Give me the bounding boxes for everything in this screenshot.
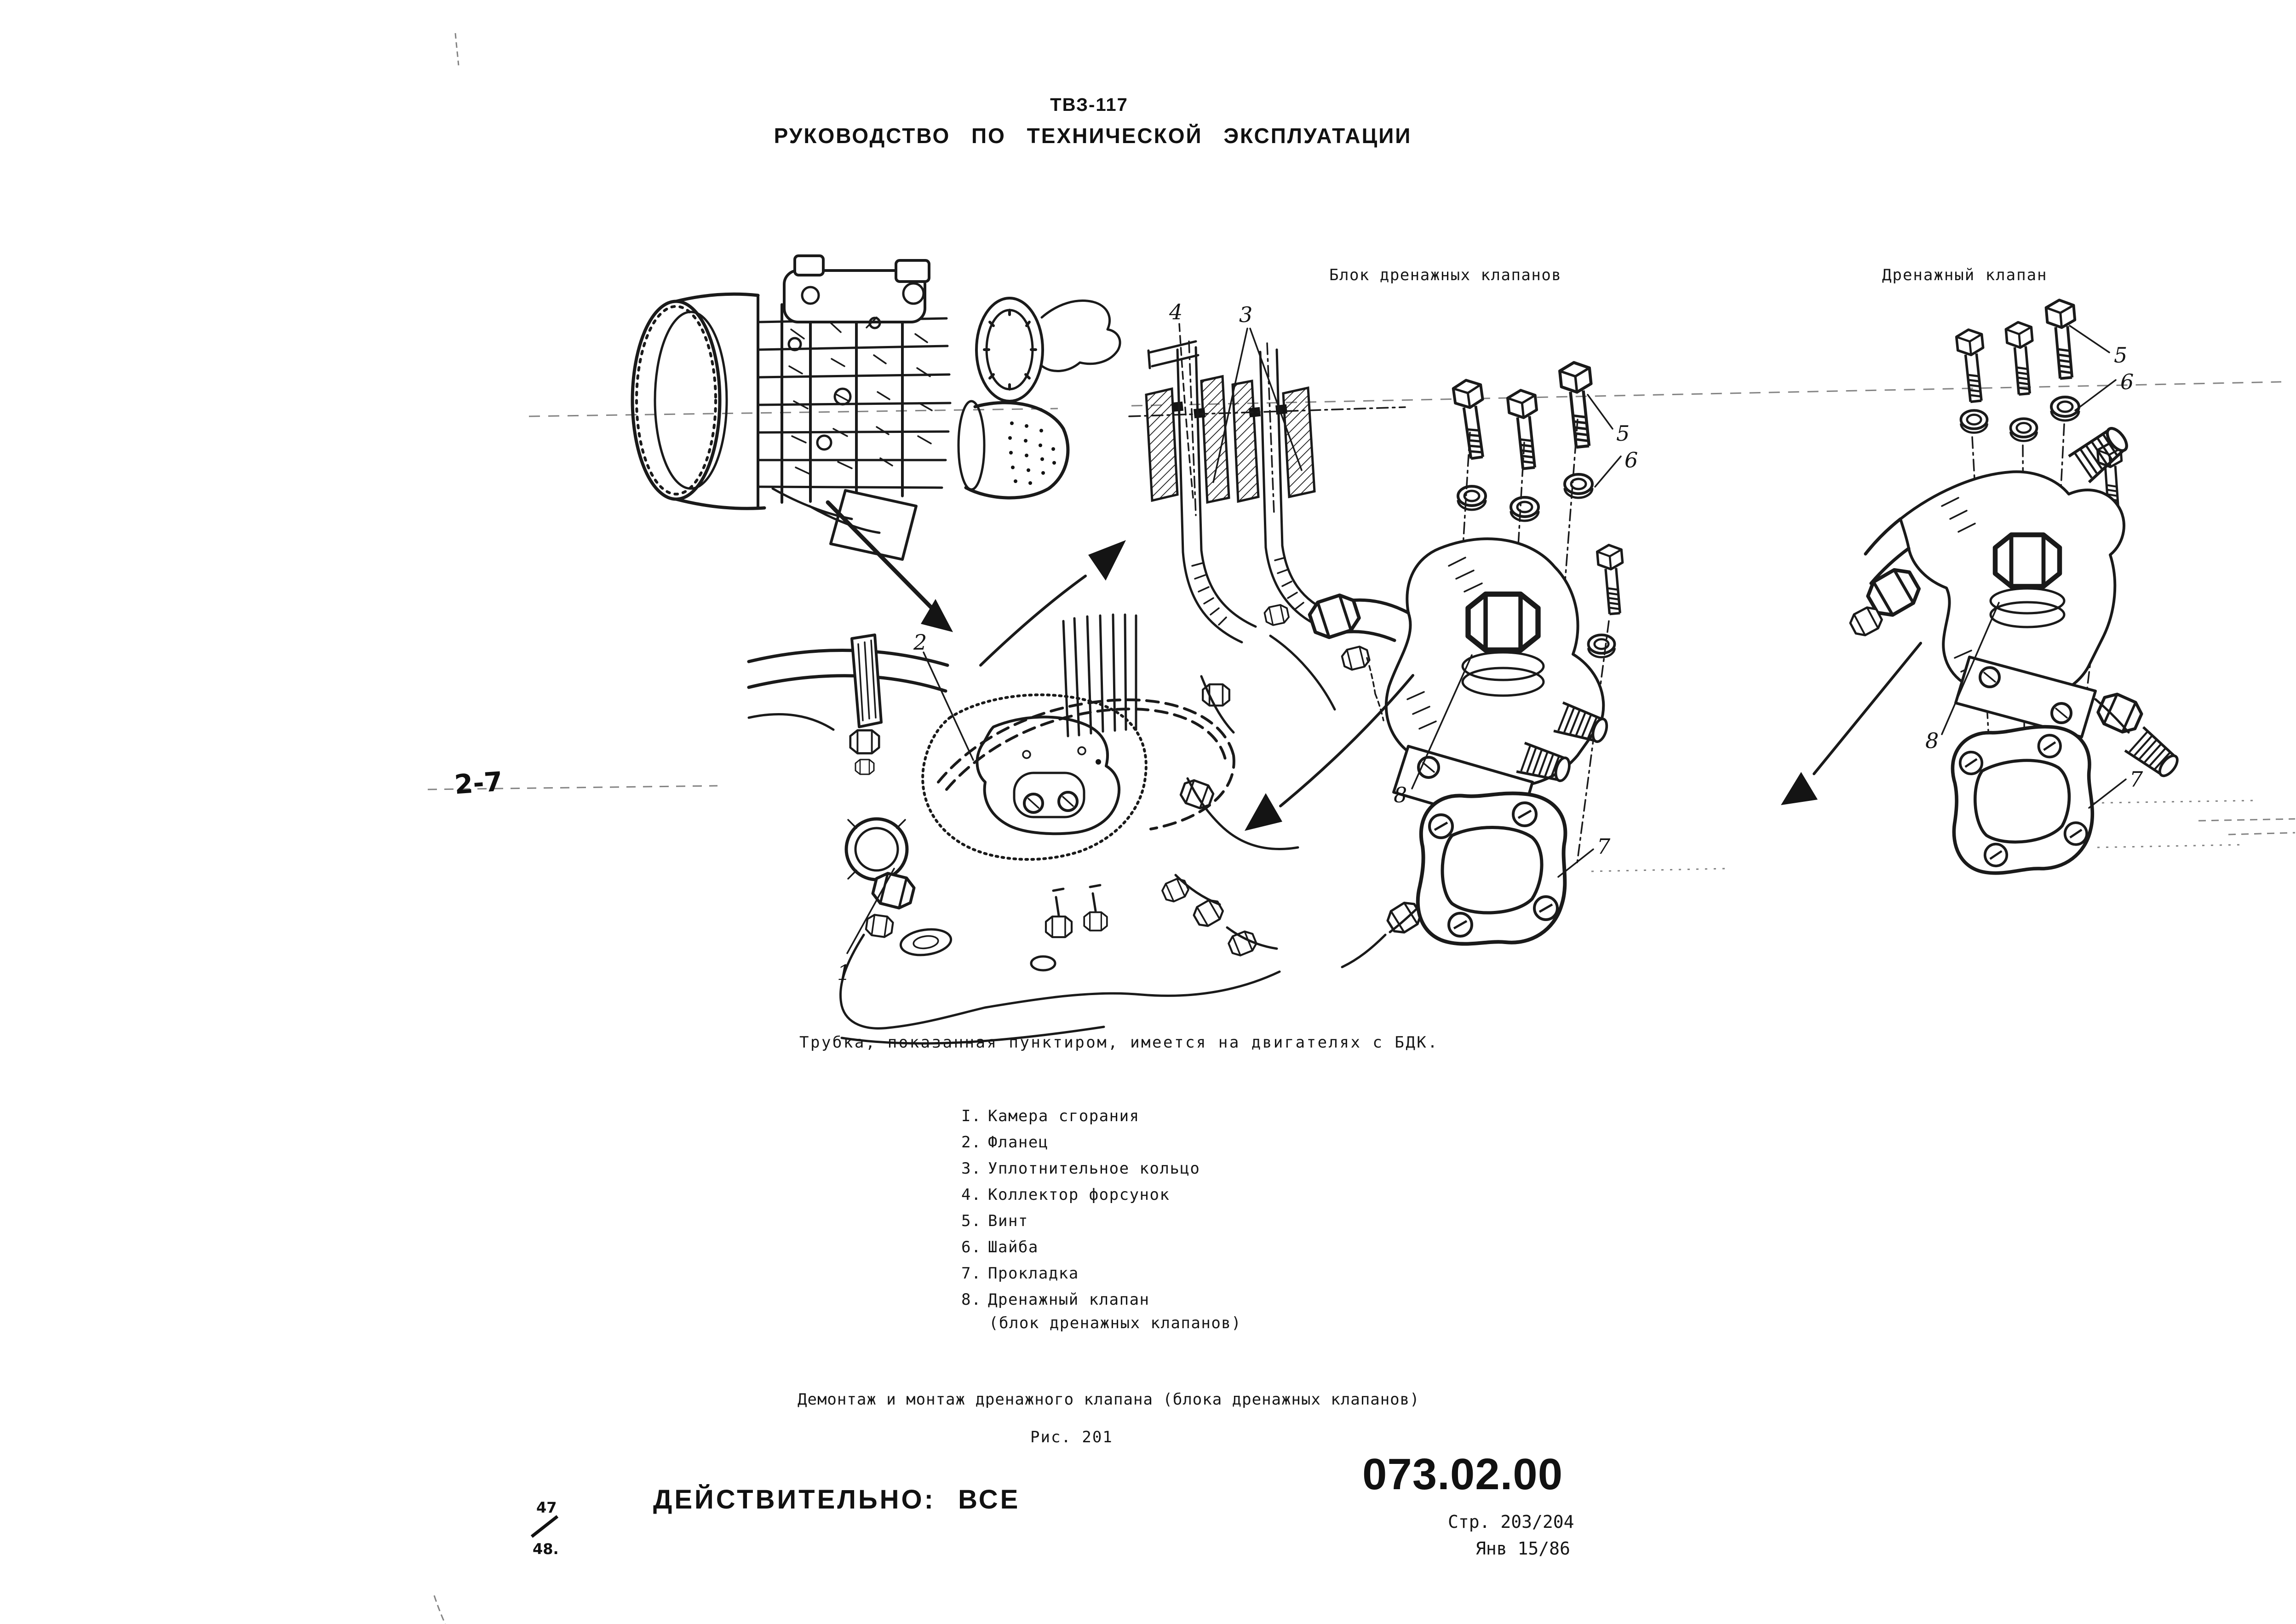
legend-text: Дренажный клапан <box>988 1290 1150 1309</box>
leader-valve-7 <box>2088 778 2127 809</box>
margin-note: 2-7 <box>453 766 504 800</box>
legend-num: 4. <box>961 1186 982 1204</box>
legend-item-2: 2. Фланец <box>961 1129 1200 1156</box>
callout-block-6: 6 <box>1624 448 1638 472</box>
sheet-number-slash <box>530 1515 559 1538</box>
leader-block-5 <box>1587 394 1613 430</box>
callout-1: 1 <box>837 960 850 985</box>
doc-model-number: ТВЗ-117 <box>1050 95 1128 115</box>
validity-statement: ДЕЙСТВИТЕЛЬНО: ВСЕ <box>653 1485 1021 1515</box>
callout-valve-8: 8 <box>1925 728 1939 753</box>
legend-text: Камера сгорания <box>988 1107 1140 1125</box>
callout-4: 4 <box>1169 299 1182 324</box>
callout-2: 2 <box>913 630 927 655</box>
figure-number: Рис. 201 <box>1030 1428 1113 1446</box>
page-reference: Стр. 203/204 <box>1448 1512 1574 1532</box>
leader-block-8 <box>1411 654 1473 789</box>
leader-callout-4 <box>1178 323 1194 499</box>
callout-block-7: 7 <box>1597 834 1611 859</box>
callout-valve-5: 5 <box>2114 343 2127 368</box>
dashed-bdk-tube <box>937 698 1235 830</box>
leader-callout-1 <box>846 868 895 954</box>
engine-to-detail-arrow <box>826 500 953 632</box>
doc-title: РУКОВОДСТВО ПО ТЕХНИЧЕСКОЙ ЭКСПЛУАТАЦИИ <box>774 124 1412 148</box>
legend-text: Шайба <box>988 1238 1039 1256</box>
legend-num: 2. <box>961 1133 982 1152</box>
legend-num: 5. <box>961 1212 982 1230</box>
valve-removal-arrow <box>1781 642 1922 805</box>
drain-valve-illustration <box>1848 299 2182 876</box>
legend-text: Коллектор форсунок <box>988 1186 1170 1204</box>
legend-text: Фланец <box>988 1133 1049 1152</box>
sheet-number-bottom: 48. <box>533 1540 559 1558</box>
callout-valve-7: 7 <box>2130 767 2143 792</box>
engine-illustration <box>631 254 1121 561</box>
leader-block-7 <box>1557 848 1594 878</box>
legend-item-5: 5. Винт <box>961 1208 1200 1234</box>
leader-valve-5 <box>2069 325 2110 353</box>
figure-legend: I. Камера сгорания 2. Фланец 3. Уплотнитель… <box>961 1103 1200 1313</box>
callout-valve-6: 6 <box>2120 369 2134 394</box>
label-valve-block: Блок дренажных клапанов <box>1329 266 1562 284</box>
callout-block-8: 8 <box>1394 783 1407 807</box>
collector-cross-section <box>1128 323 1406 644</box>
figure-note: Трубка, показанная пунктиром, имеется на… <box>799 1033 1439 1052</box>
label-drain-valve: Дренажный клапан <box>1882 266 2048 284</box>
revision-date: Янв 15/86 <box>1475 1538 1570 1559</box>
legend-num: I. <box>961 1107 982 1125</box>
callout-block-5: 5 <box>1616 421 1630 446</box>
figure-callouts: 1 2 3 4 5 6 8 7 5 6 8 7 <box>837 299 2143 985</box>
legend-item-8: 8. Дренажный клапан <box>961 1287 1200 1313</box>
legend-num: 3. <box>961 1159 982 1178</box>
exhaust-dot-shading <box>1008 421 1056 485</box>
sheet-number-top: 47 <box>536 1499 557 1516</box>
legend-item-7: 7. Прокладка <box>961 1261 1200 1287</box>
figure-caption: Демонтаж и монтаж дренажного клапана (бл… <box>798 1390 1420 1409</box>
legend-num: 6. <box>961 1238 982 1256</box>
leader-block-6 <box>1594 455 1622 488</box>
legend-text: Уплотнительное кольцо <box>988 1159 1200 1178</box>
leader-valve-8 <box>1941 602 2000 735</box>
leader-callout-2 <box>923 651 974 761</box>
gasket-block <box>1418 793 1566 944</box>
drain-valve-block-illustration <box>1307 361 1627 968</box>
ata-section-code: 073.02.00 <box>1362 1450 1563 1499</box>
legend-item-3: 3. Уплотнительное кольцо <box>961 1156 1200 1182</box>
leader-valve-6 <box>2074 379 2117 411</box>
legend-num: 7. <box>961 1264 982 1283</box>
block-to-detail-arrow <box>1245 674 1414 831</box>
legend-item-1: I. Камера сгорания <box>961 1103 1200 1129</box>
callout-3: 3 <box>1239 302 1252 327</box>
legend-text: Винт <box>988 1212 1028 1230</box>
detail-to-section-arrow <box>979 540 1126 667</box>
legend-num: 8. <box>961 1290 982 1309</box>
scan-crease-lines <box>427 33 2296 1624</box>
legend-text: Прокладка <box>988 1264 1079 1283</box>
legend-item-4: 4. Коллектор форсунок <box>961 1182 1200 1208</box>
combustion-chamber-detail <box>747 603 1336 1045</box>
legend-item-6: 6. Шайба <box>961 1234 1200 1261</box>
legend-continuation: (блок дренажных клапанов) <box>989 1314 1242 1332</box>
leader-callout-3 <box>1212 328 1303 483</box>
gasket-valve <box>1947 724 2097 876</box>
